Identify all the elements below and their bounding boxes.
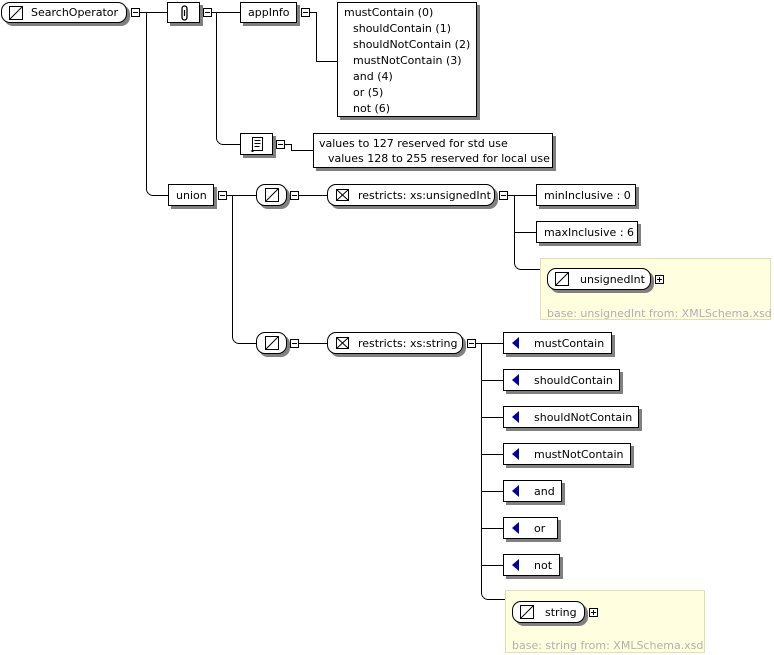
appinfo-line: shouldContain (1) <box>353 22 451 35</box>
enumeration-label: mustContain <box>534 337 605 350</box>
enumeration-and[interactable]: and <box>503 480 562 502</box>
enumeration-or[interactable]: or <box>503 517 558 539</box>
restriction-label: restricts: xs:unsignedInt <box>358 189 491 202</box>
restriction-string[interactable]: restricts: xs:string <box>327 332 463 354</box>
collapse-toggle-simple-type-1[interactable] <box>290 191 299 200</box>
appinfo-line: shouldNotContain (2) <box>353 38 471 51</box>
paperclip-icon <box>181 5 188 21</box>
appinfo-line: mustContain (0) <box>344 6 434 19</box>
root-element-searchoperator[interactable]: SearchOperator <box>1 2 127 23</box>
collapse-toggle-root[interactable] <box>131 8 140 17</box>
appinfo-line: not (6) <box>353 102 391 115</box>
collapse-toggle-simple-type-2[interactable] <box>290 339 299 348</box>
appinfo-line: mustNotContain (3) <box>353 54 462 67</box>
collapse-toggle-restriction-uint[interactable] <box>499 191 508 200</box>
base-type-panel-unsignedint: unsignedInt base: unsignedInt from: XMLS… <box>540 258 772 320</box>
simple-type-icon <box>265 188 279 202</box>
collapse-toggle-annotation[interactable] <box>203 8 212 17</box>
collapse-toggle-union[interactable] <box>218 191 227 200</box>
base-type-panel-string: string base: string from: XMLSchema.xsd <box>505 590 705 653</box>
root-label: SearchOperator <box>31 6 119 19</box>
union-label: union <box>176 189 207 202</box>
enumeration-icon <box>512 485 519 497</box>
enumeration-label: shouldNotContain <box>534 411 633 424</box>
enumeration-icon <box>512 559 519 571</box>
expand-toggle-unsignedint[interactable] <box>655 275 664 284</box>
documentation-node[interactable] <box>240 133 273 155</box>
documentation-line: values to 127 reserved for std use <box>319 137 508 150</box>
base-type-label: unsignedInt <box>580 273 645 286</box>
facet-maxinclusive[interactable]: maxInclusive : 6 <box>536 221 638 243</box>
enumeration-icon <box>512 448 519 460</box>
anonymous-simple-type-1[interactable] <box>256 184 287 206</box>
enumeration-label: not <box>534 559 553 572</box>
appinfo-node[interactable]: appInfo <box>240 2 297 23</box>
simple-type-icon <box>520 605 534 619</box>
restriction-icon <box>336 189 349 201</box>
enumeration-icon <box>512 522 519 534</box>
enumeration-label: mustNotContain <box>534 448 624 461</box>
documentation-scroll-icon <box>250 137 263 152</box>
base-type-note: base: string from: XMLSchema.xsd <box>512 639 704 652</box>
base-type-unsignedint[interactable]: unsignedInt <box>547 268 651 290</box>
collapse-toggle-restriction-string[interactable] <box>467 339 476 348</box>
appinfo-label: appInfo <box>248 6 290 19</box>
enumeration-mustnotcontain[interactable]: mustNotContain <box>503 443 631 465</box>
base-type-note: base: unsignedInt from: XMLSchema.xsd <box>547 307 772 320</box>
restriction-unsignedint[interactable]: restricts: xs:unsignedInt <box>327 184 495 206</box>
appinfo-line: or (5) <box>353 86 384 99</box>
simple-type-icon <box>265 336 279 350</box>
simple-type-icon <box>9 6 23 20</box>
facet-label: minInclusive : 0 <box>544 189 631 202</box>
enumeration-icon <box>512 374 519 386</box>
facet-mininclusive[interactable]: minInclusive : 0 <box>536 184 636 206</box>
documentation-content: values to 127 reserved for std use value… <box>313 133 553 168</box>
enumeration-not[interactable]: not <box>503 554 560 576</box>
restriction-icon <box>336 337 349 349</box>
anonymous-simple-type-2[interactable] <box>256 332 287 354</box>
union-node[interactable]: union <box>168 184 214 206</box>
collapse-toggle-appinfo[interactable] <box>301 8 310 17</box>
enumeration-label: or <box>534 522 546 535</box>
annotation-node[interactable] <box>167 2 200 23</box>
facet-label: maxInclusive : 6 <box>544 226 635 239</box>
enumeration-shouldnotcontain[interactable]: shouldNotContain <box>503 406 639 428</box>
enumeration-label: shouldContain <box>534 374 613 387</box>
collapse-toggle-documentation[interactable] <box>276 140 285 149</box>
enumeration-icon <box>512 411 519 423</box>
enumeration-shouldcontain[interactable]: shouldContain <box>503 369 620 391</box>
base-type-string[interactable]: string <box>512 601 585 623</box>
enumeration-label: and <box>534 485 555 498</box>
expand-toggle-string[interactable] <box>589 608 598 617</box>
restriction-label: restricts: xs:string <box>358 337 458 350</box>
base-type-label: string <box>545 606 577 619</box>
enumeration-icon <box>512 337 519 349</box>
enumeration-mustcontain[interactable]: mustContain <box>503 332 612 354</box>
appinfo-content: mustContain (0) shouldContain (1) should… <box>337 2 477 117</box>
simple-type-icon <box>555 272 569 286</box>
appinfo-line: and (4) <box>353 70 393 83</box>
documentation-line: values 128 to 255 reserved for local use <box>328 152 550 165</box>
